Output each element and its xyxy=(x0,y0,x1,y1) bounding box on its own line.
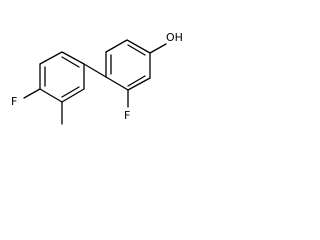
hydroxyl-bond xyxy=(149,43,167,54)
fluorine-label-lower: F xyxy=(11,95,17,108)
ring-bond xyxy=(61,88,85,103)
hydroxyl-label: OH xyxy=(166,31,183,44)
ring-double-bond xyxy=(61,56,80,68)
ring-bond xyxy=(39,88,63,103)
ring-bond xyxy=(126,39,151,54)
ring-bond xyxy=(105,39,128,53)
phenol-ring xyxy=(105,39,151,91)
ring-bond xyxy=(105,76,129,91)
ring-bond xyxy=(127,77,151,91)
ring-double-bond xyxy=(127,75,146,87)
toluene-ring xyxy=(39,51,85,103)
ring-double-bond xyxy=(61,86,80,98)
ring-bond xyxy=(61,51,85,65)
ring-double-bond xyxy=(127,44,146,56)
fluorine-label-upper: F xyxy=(124,109,130,122)
molecule-structure: OH F F xyxy=(11,31,183,125)
fluorine-bond xyxy=(23,88,41,99)
biaryl-bond xyxy=(83,63,107,78)
structure-canvas: OH F F xyxy=(0,0,206,153)
ring-bond xyxy=(39,51,63,65)
